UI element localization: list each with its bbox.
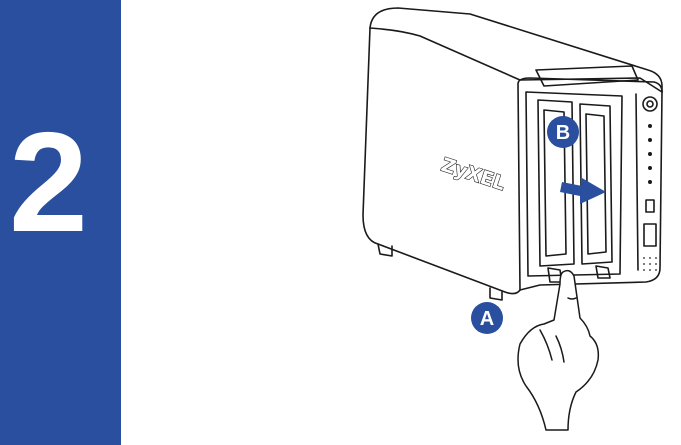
pull-arrow-icon [560,178,606,204]
callout-a-label: A [480,308,494,330]
callout-b: B [547,116,579,148]
callout-a: A [471,302,503,334]
bay-door [536,66,638,86]
status-led-3 [648,152,652,156]
control-panel-divider [636,94,638,270]
status-led-1 [648,124,652,128]
power-button-inner [647,101,653,107]
tray-handle-2 [596,266,610,278]
step-band: 2 [0,0,121,445]
callout-b-label: B [556,122,570,144]
power-button [643,97,657,111]
status-led-5 [648,180,652,184]
copy-button [644,224,656,246]
status-led-2 [648,138,652,142]
usb-port [646,200,654,212]
step-number: 2 [0,112,97,254]
device-logo: ZyXEL [438,154,507,195]
status-led-4 [648,166,652,170]
nas-illustration: ZyXEL A B [330,0,681,445]
hand-icon [518,271,598,430]
nas-top-edge [370,8,662,92]
nas-side-face [363,28,520,294]
